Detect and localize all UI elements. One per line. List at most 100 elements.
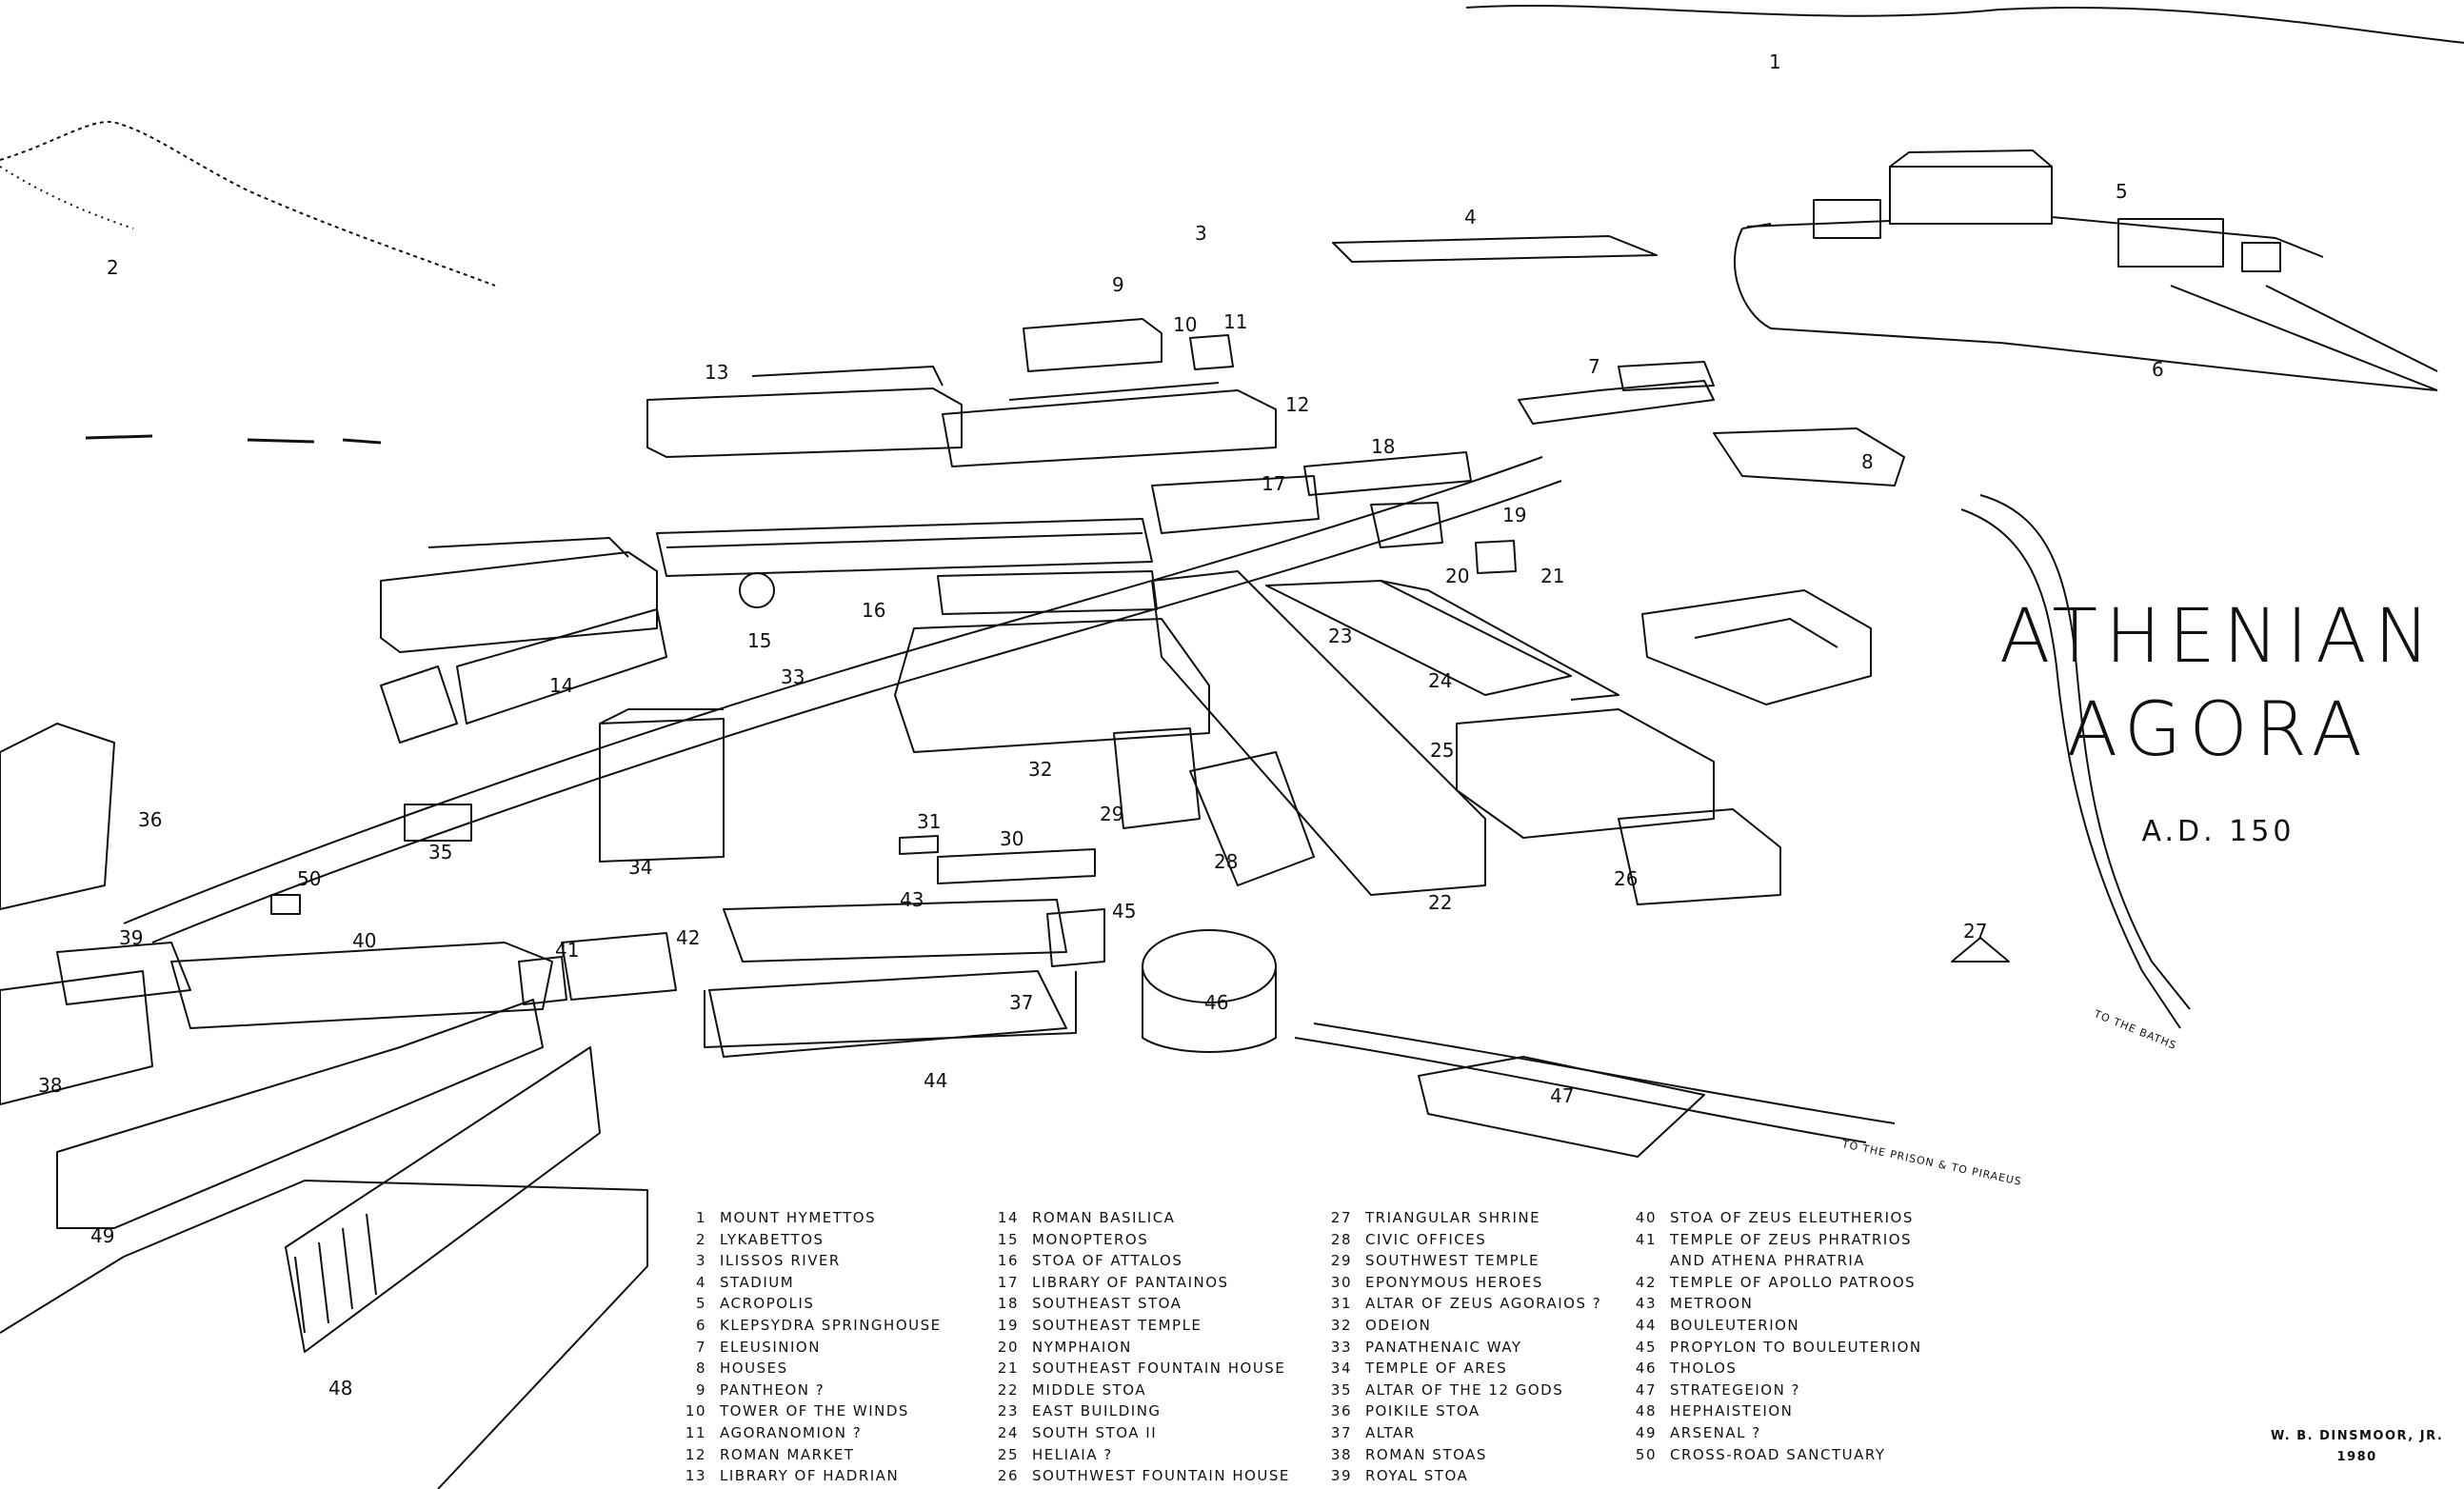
legend-label: ILISSOS RIVER [720, 1252, 841, 1270]
map-number-21: 21 [1540, 565, 1564, 587]
library-of-hadrian [646, 366, 963, 458]
altar-twelve-gods [404, 804, 472, 842]
houses-building [1713, 427, 1905, 486]
roman-basilica [380, 537, 658, 653]
stadium-shape [1332, 235, 1658, 263]
legend-number: 44 [1635, 1316, 1657, 1334]
legend-label: KLEPSYDRA SPRINGHOUSE [720, 1316, 942, 1334]
legend-number: 19 [997, 1316, 1019, 1334]
basilica-annex [380, 608, 667, 744]
legend-number: 32 [1330, 1316, 1352, 1334]
credit-author: W. B. DINSMOOR, JR. [2271, 1429, 2444, 1443]
legend-label: ALTAR [1365, 1423, 1416, 1441]
southwest-temple [1113, 727, 1201, 829]
map-number-6: 6 [2152, 358, 2164, 381]
legend-number: 41 [1635, 1230, 1657, 1248]
legend-label: TEMPLE OF ARES [1365, 1360, 1508, 1378]
southeast-temple [1370, 502, 1443, 548]
road-to-baths [1960, 508, 2181, 1029]
legend-item: 24 SOUTH STOA II [990, 1422, 1290, 1444]
legend-label: LIBRARY OF PANTAINOS [1032, 1273, 1229, 1291]
acropolis-rock [1734, 223, 2438, 391]
map-number-8: 8 [1861, 450, 1874, 473]
title-line-2: AGORA [2066, 687, 2371, 773]
legend-label: THOLOS [1670, 1360, 1738, 1378]
legend-label: SOUTH STOA II [1032, 1423, 1158, 1441]
stoa-zeus-eleutherios [170, 942, 553, 1029]
strategeion [1418, 1056, 1705, 1158]
legend-number: 18 [997, 1295, 1019, 1313]
tholos-drum [1142, 966, 1277, 1053]
map-number-23: 23 [1328, 625, 1352, 647]
propylon-bouleuterion [1046, 908, 1105, 967]
temple-apollo-patroos [561, 932, 677, 1001]
map-number-13: 13 [705, 361, 728, 384]
map-number-4: 4 [1464, 206, 1477, 228]
erechtheion-building [1813, 199, 1881, 239]
road-to-baths-2 [1979, 494, 2191, 1010]
legend-label: ALTAR OF ZEUS AGORAIOS ? [1365, 1295, 1602, 1313]
map-number-17: 17 [1262, 472, 1285, 495]
map-number-19: 19 [1502, 504, 1526, 526]
southwest-fountain [1618, 808, 1781, 905]
panathenaic-way [123, 456, 1543, 924]
legend-label: EAST BUILDING [1032, 1402, 1162, 1420]
legend-number: 16 [997, 1252, 1019, 1270]
title-date: A.D. 150 [2141, 815, 2295, 848]
south-stoa-ii [1380, 580, 1619, 701]
legend-label: HEPHAISTEION [1670, 1402, 1794, 1420]
legend-label: STADIUM [720, 1273, 795, 1291]
roman-market [942, 382, 1277, 467]
legend-label: TRIANGULAR SHRINE [1365, 1209, 1541, 1226]
legend-number: 24 [997, 1423, 1019, 1441]
acropolis-wall [1746, 216, 2324, 258]
acropolis-slope [2170, 285, 2438, 391]
map-number-34: 34 [628, 856, 652, 879]
legend-number: 50 [1635, 1445, 1657, 1463]
legend-label: ALTAR OF THE 12 GODS [1365, 1380, 1564, 1399]
legend-number: 20 [997, 1338, 1019, 1356]
ilissos-river [85, 434, 382, 445]
civic-offices [1189, 751, 1315, 886]
legend-number: 38 [1330, 1445, 1352, 1463]
map-number-12: 12 [1285, 393, 1309, 416]
map-number-3: 3 [1195, 222, 1207, 245]
legend-number: 21 [997, 1360, 1019, 1378]
hephaisteion-columns [294, 1213, 377, 1334]
map-number-5: 5 [2116, 180, 2128, 203]
legend-number: 43 [1635, 1295, 1657, 1313]
legend-label: ARSENAL ? [1670, 1423, 1761, 1441]
parthenon-roof [1889, 149, 2053, 168]
map-number-15: 15 [747, 629, 771, 652]
legend-number: 25 [997, 1445, 1019, 1463]
legend-label: PANTHEON ? [720, 1380, 825, 1399]
map-number-30: 30 [1000, 827, 1023, 850]
legend-number: 37 [1330, 1423, 1352, 1441]
legend-number: 10 [685, 1402, 706, 1420]
map-number-38: 38 [38, 1074, 62, 1097]
